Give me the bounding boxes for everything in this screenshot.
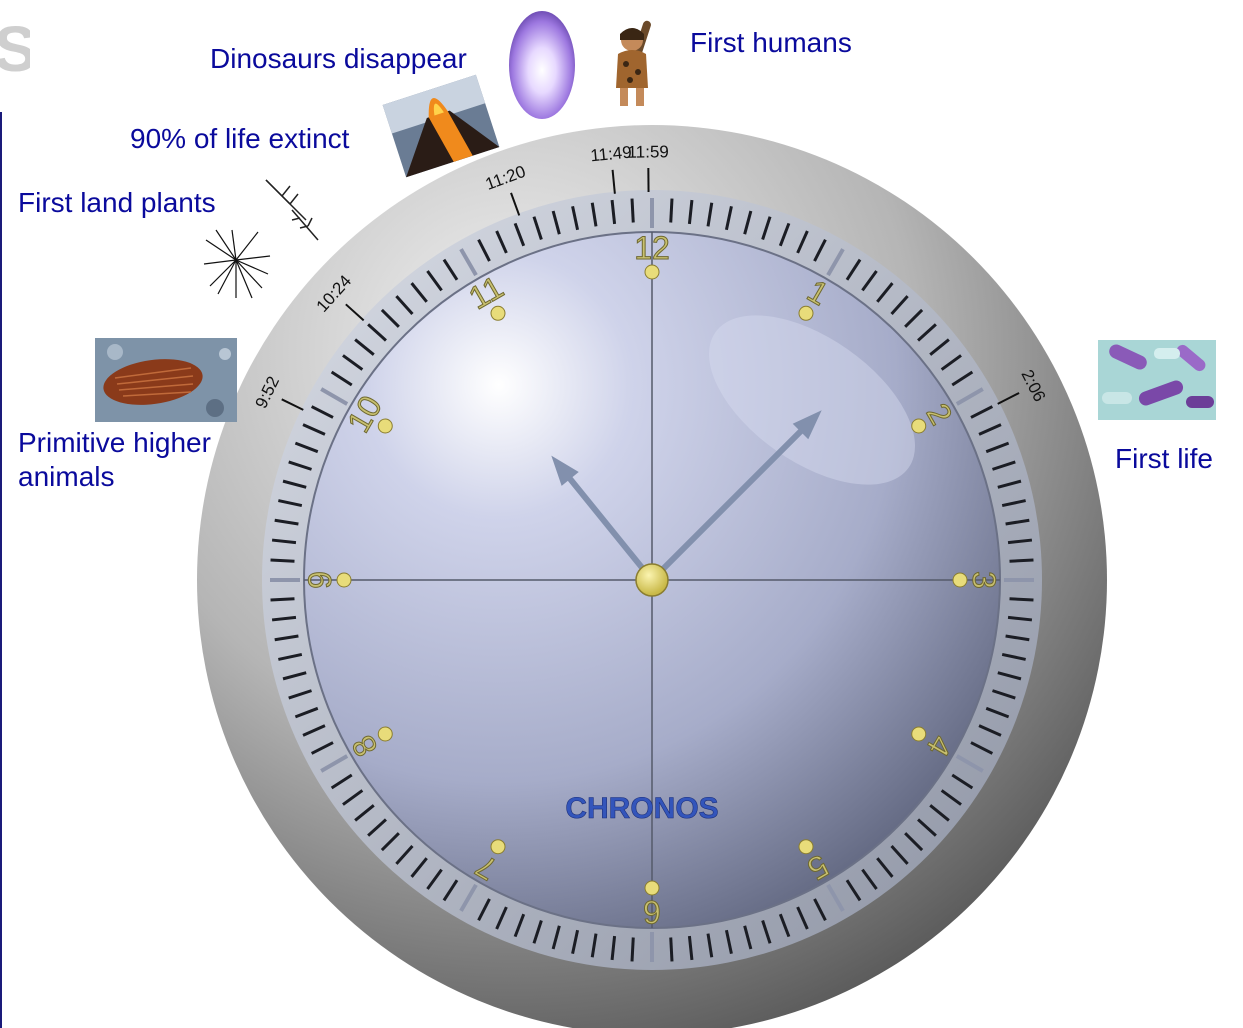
hour-numeral: 12 (634, 230, 670, 266)
caption-mass-extinction: 90% of life extinct (130, 122, 349, 156)
minute-tick (671, 938, 672, 962)
hour-numeral: 6 (643, 894, 661, 930)
event-time-label: 11:49 (590, 143, 633, 166)
hour-dot (645, 881, 659, 895)
bacteria-icon (1098, 340, 1216, 420)
caption-primitive-higher-animals: Primitive higher animals (18, 426, 248, 494)
hour-numeral: 9 (302, 571, 338, 589)
hour-numeral: 3 (966, 571, 1002, 589)
minute-tick (671, 199, 672, 223)
hour-dot (337, 573, 351, 587)
volcano-icon (382, 70, 500, 182)
minute-tick (1010, 560, 1034, 561)
hour-dot (953, 573, 967, 587)
minute-tick (1010, 599, 1034, 600)
event-time-label: 11:59 (627, 142, 668, 161)
asteroid-icon (503, 6, 581, 124)
minute-tick (271, 560, 295, 561)
brand-label: CHRONOS (565, 792, 718, 825)
caption-dinosaurs-disappear: Dinosaurs disappear (210, 42, 467, 76)
caption-first-life: First life (1115, 442, 1213, 476)
hour-dot (645, 265, 659, 279)
minute-tick (271, 599, 295, 600)
caption-first-land-plants: First land plants (18, 186, 216, 220)
caption-first-humans: First humans (690, 26, 852, 60)
minute-tick (632, 938, 633, 962)
minute-tick (632, 199, 633, 223)
caveman-icon (608, 20, 658, 110)
center-pin (636, 564, 668, 596)
plant-icon (196, 160, 330, 310)
fossil-icon (95, 338, 237, 422)
